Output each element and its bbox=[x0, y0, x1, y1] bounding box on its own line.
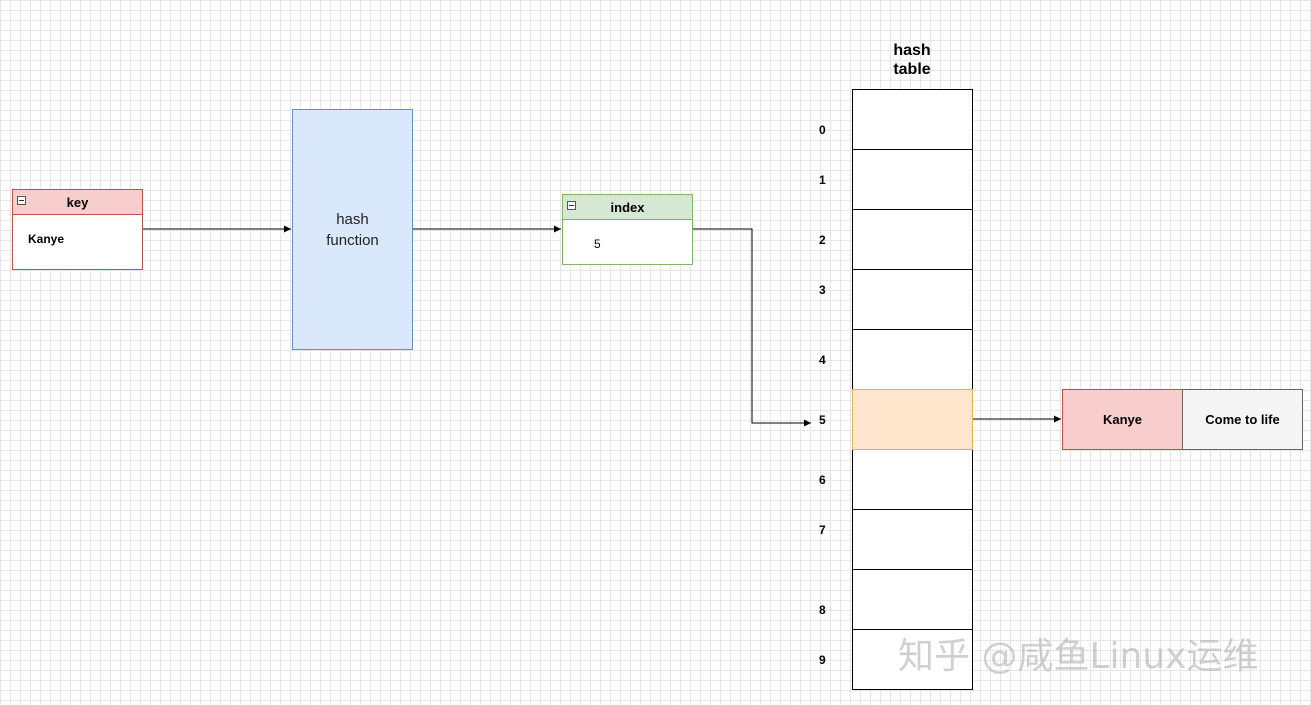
hash-table-slot-8[interactable] bbox=[852, 569, 973, 630]
hash-function-label-line1: hash bbox=[336, 210, 369, 228]
watermark-text: 知乎 @咸鱼Linux运维 bbox=[898, 636, 1259, 677]
key-box-header: key bbox=[13, 190, 142, 215]
key-box-title: key bbox=[66, 194, 89, 210]
slot-index-label: 6 bbox=[819, 473, 826, 487]
key-box[interactable]: key Kanye bbox=[12, 189, 143, 270]
slot-index-label: 8 bbox=[819, 603, 826, 617]
hash-table-slot-0[interactable] bbox=[852, 89, 973, 150]
hash-table-slot-5-highlighted[interactable] bbox=[852, 389, 973, 450]
key-value: Kanye bbox=[28, 232, 65, 246]
hash-table-title: hash table bbox=[862, 41, 962, 79]
hash-function-label-line2: function bbox=[326, 231, 379, 249]
hash-table-slot-6[interactable] bbox=[852, 449, 973, 510]
index-value: 5 bbox=[594, 237, 601, 251]
slot-index-label: 7 bbox=[819, 523, 826, 537]
index-box-title: index bbox=[610, 199, 645, 215]
slot-index-label: 1 bbox=[819, 173, 826, 187]
collapse-icon[interactable] bbox=[17, 196, 26, 205]
collapse-icon[interactable] bbox=[567, 201, 576, 210]
index-box-header: index bbox=[563, 195, 692, 220]
hash-table-slot-1[interactable] bbox=[852, 149, 973, 210]
entry-key-label: Kanye bbox=[1102, 412, 1143, 427]
hash-table-slot-3[interactable] bbox=[852, 269, 973, 330]
entry-value-label: Come to life bbox=[1205, 412, 1280, 427]
hash-table-title-line1: hash bbox=[893, 42, 931, 59]
entry-key-cell[interactable]: Kanye bbox=[1062, 389, 1183, 450]
entry-value-cell[interactable]: Come to life bbox=[1182, 389, 1303, 450]
hash-function-box[interactable]: hash function bbox=[292, 109, 413, 350]
index-box[interactable]: index 5 bbox=[562, 194, 693, 265]
hash-table-slot-7[interactable] bbox=[852, 509, 973, 570]
arrow-index-to-slot-5 bbox=[692, 228, 811, 427]
hash-table-slot-9[interactable] bbox=[852, 629, 973, 690]
slot-index-label: 3 bbox=[819, 283, 826, 297]
hash-table-slot-4[interactable] bbox=[852, 329, 973, 390]
slot-index-label: 2 bbox=[819, 233, 826, 247]
hash-table-slot-2[interactable] bbox=[852, 209, 973, 270]
slot-index-label: 0 bbox=[819, 123, 826, 137]
slot-index-label: 4 bbox=[819, 353, 826, 367]
hash-table-title-line2: table bbox=[893, 61, 931, 78]
slot-index-label: 5 bbox=[819, 413, 826, 427]
slot-index-label: 9 bbox=[819, 653, 826, 667]
